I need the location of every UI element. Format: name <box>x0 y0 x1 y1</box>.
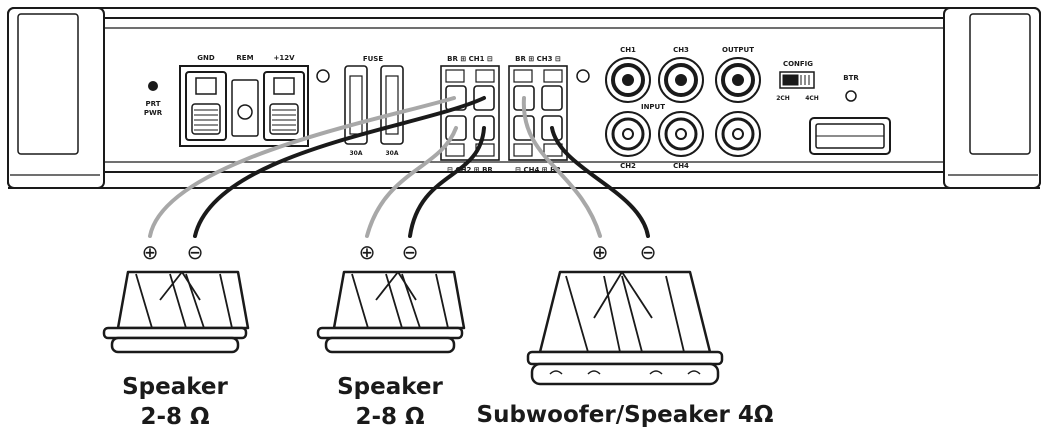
speaker-2-caption-line2: 2-8 Ω <box>355 404 425 430</box>
fuse-block: FUSE 30A 30A <box>344 55 404 157</box>
speaker-2-plus-icon: ⊕ <box>359 240 376 264</box>
svg-text:BR ⊞ CH3 ⊟: BR ⊞ CH3 ⊟ <box>515 55 561 63</box>
svg-text:FUSE: FUSE <box>363 55 384 63</box>
speaker-1-caption-line2: 2-8 Ω <box>140 404 210 430</box>
svg-text:INPUT: INPUT <box>641 103 665 111</box>
svg-text:CH3: CH3 <box>673 46 689 54</box>
rca-jack-ch3 <box>658 57 704 103</box>
rca-jacks: CH1 CH3 OUTPUT INPUT CH2 CH4 <box>605 46 761 170</box>
svg-text:REM: REM <box>236 54 253 62</box>
svg-text:BTR: BTR <box>843 74 859 82</box>
speaker-1-caption: Speaker 2-8 Ω <box>95 372 255 432</box>
mounting-screw-right <box>576 69 590 83</box>
subwoofer: ⊕ ⊖ <box>526 240 724 386</box>
rca-jack-ch4 <box>658 111 704 157</box>
power-terminal-block: GND REM +12V <box>179 54 309 147</box>
svg-text:CH2: CH2 <box>620 162 636 170</box>
speaker-wires <box>148 96 650 238</box>
subwoofer-caption: Subwoofer/Speaker 4Ω <box>470 400 780 430</box>
svg-text:4CH: 4CH <box>805 95 819 102</box>
svg-text:OUTPUT: OUTPUT <box>722 46 754 54</box>
svg-text:CH1: CH1 <box>620 46 636 54</box>
wire-speaker2-positive <box>365 126 458 238</box>
svg-text:2CH: 2CH <box>776 95 790 102</box>
rca-jack-output-2 <box>715 111 761 157</box>
speaker-1: ⊕ ⊖ <box>102 240 250 354</box>
speaker-1-minus-icon: ⊖ <box>187 240 204 264</box>
btr-indicator: BTR <box>843 74 859 102</box>
subwoofer-minus-icon: ⊖ <box>640 240 657 264</box>
rca-jack-ch1 <box>605 57 651 103</box>
speaker-2-minus-icon: ⊖ <box>402 240 419 264</box>
speaker-1-caption-line1: Speaker <box>122 374 228 400</box>
speaker-2: ⊕ ⊖ <box>316 240 466 354</box>
speaker-2-caption: Speaker 2-8 Ω <box>310 372 470 432</box>
speaker-2-caption-line1: Speaker <box>337 374 443 400</box>
wire-speaker1-positive <box>148 96 456 238</box>
speaker-terminals-ch1-ch2: BR ⊞ CH1 ⊟ ⊟ CH2 ⊞ BR <box>440 55 500 174</box>
speaker-1-plus-icon: ⊕ <box>142 240 159 264</box>
svg-text:CONFIG: CONFIG <box>783 60 813 68</box>
svg-text:BR ⊞ CH1 ⊟: BR ⊞ CH1 ⊟ <box>447 55 493 63</box>
protect-power-led: PRT PWR <box>144 81 163 117</box>
subwoofer-caption-line1: Subwoofer/Speaker 4Ω <box>476 402 774 428</box>
svg-text:⊟ CH4 ⊞ BR: ⊟ CH4 ⊞ BR <box>515 166 561 174</box>
wire-sub-positive <box>521 96 602 238</box>
rca-jack-output <box>715 57 761 103</box>
speaker-terminals-ch3-ch4: BR ⊞ CH3 ⊟ ⊟ CH4 ⊞ BR <box>508 55 568 174</box>
svg-text:⊟ CH2 ⊞ BR: ⊟ CH2 ⊞ BR <box>447 166 493 174</box>
svg-text:PRT: PRT <box>146 100 161 108</box>
subwoofer-plus-icon: ⊕ <box>592 240 609 264</box>
remote-bass-port <box>809 117 891 155</box>
svg-text:CH4: CH4 <box>673 162 689 170</box>
wire-speaker2-negative <box>408 126 486 238</box>
wire-sub-negative <box>550 126 650 238</box>
svg-text:30A: 30A <box>386 150 399 157</box>
mounting-screw-left <box>316 69 330 83</box>
wire-speaker1-negative <box>193 96 486 238</box>
svg-text:30A: 30A <box>350 150 363 157</box>
svg-text:+12V: +12V <box>273 54 295 62</box>
rca-jack-ch2 <box>605 111 651 157</box>
svg-text:GND: GND <box>197 54 215 62</box>
svg-text:PWR: PWR <box>144 109 163 117</box>
config-switch: CONFIG 2CH 4CH <box>776 60 819 102</box>
